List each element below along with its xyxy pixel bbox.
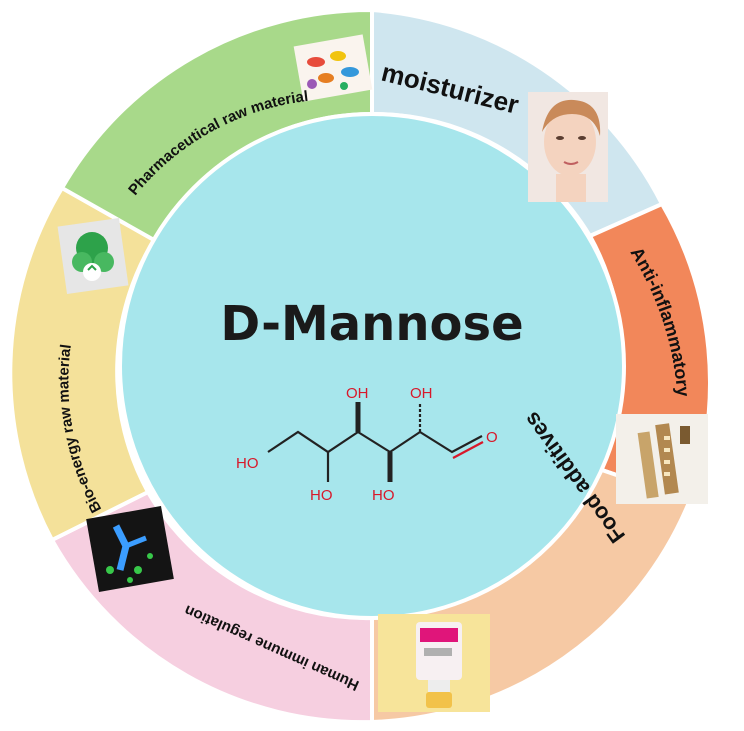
pills-icon [293,34,373,102]
center-title: D-Mannose [220,296,523,352]
immune-cell-icon [86,505,174,593]
molecule-label-oh-c2: OH [410,385,433,402]
recycle-plant-icon [57,218,129,294]
center-disc [118,112,626,620]
molecule-label-aldehyde-o: O [486,429,498,446]
face-woman-icon [528,92,608,202]
medicine-strip-icon [616,414,708,504]
molecule-label-ho-c6: HO [236,455,259,472]
molecule-label-ho-c3: HO [372,487,395,504]
aldehyde-double-bond [452,441,484,459]
molecule-label-oh-c4: OH [346,385,369,402]
bottle-icon [378,614,490,712]
molecule-label-ho-c5: HO [310,487,333,504]
molecule-backbone [267,430,483,454]
molecule-structure: OH OH HO HO HO O [236,385,498,504]
